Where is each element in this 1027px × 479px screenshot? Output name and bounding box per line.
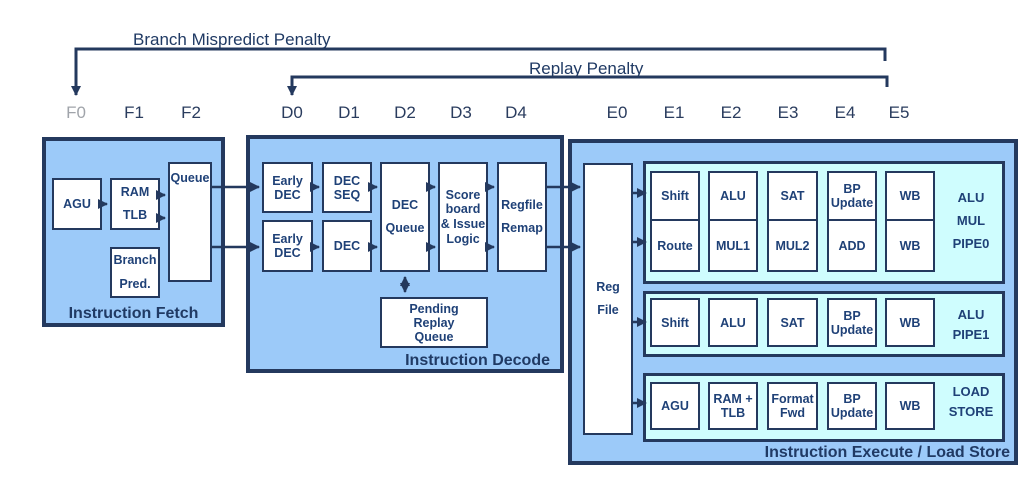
dec-seq-block: DEC SEQ — [322, 162, 372, 213]
pipe1-wb-label: WB — [899, 315, 921, 330]
wire-replay — [287, 75, 889, 96]
early-dec-top-block: Early DEC — [262, 162, 313, 213]
pipe1-shift-block: Shift — [650, 298, 700, 347]
pipe0-mul2-block: MUL2 — [767, 219, 818, 272]
scoreboard-label: Score board & Issue Logic — [440, 187, 486, 246]
ls-bp-update-block: BP Update — [827, 382, 877, 430]
ls-wb-label: WB — [899, 399, 921, 413]
pipe0-sat-block: SAT — [767, 171, 818, 221]
early-dec-bottom-block: Early DEC — [262, 220, 313, 272]
stage-label-e5: E5 — [888, 103, 910, 122]
ls-ram-tlb-label: RAM + TLB — [713, 392, 753, 420]
pipe0-mul1-block: MUL1 — [708, 219, 758, 272]
alu-pipe1-panel — [643, 291, 1005, 357]
dec-block: DEC — [322, 220, 372, 272]
ls-agu-block: AGU — [650, 382, 700, 430]
regfile-remap-label: Regfile Remap — [501, 197, 543, 235]
dec-label: DEC — [333, 239, 361, 253]
stage-label-f1: F1 — [124, 103, 144, 122]
branch-pred-block: Branch Pred. — [110, 247, 160, 298]
ls-format-fwd-label: Format Fwd — [771, 392, 814, 420]
pipe0-route-block: Route — [650, 219, 700, 272]
stage-label-e0: E0 — [606, 103, 628, 122]
stage-label-d0: D0 — [281, 103, 303, 122]
pipe1-alu-block: ALU — [708, 298, 758, 347]
pipe0-wb2-block: WB — [885, 219, 935, 272]
pipe0-mul2-label: MUL2 — [775, 238, 810, 253]
decode-caption: Instruction Decode — [405, 352, 550, 369]
dec-queue-label: DEC Queue — [385, 197, 425, 235]
pipe0-wb2-label: WB — [899, 238, 921, 253]
pipe0-add-block: ADD — [827, 219, 877, 272]
execute-caption: Instruction Execute / Load Store — [764, 444, 1010, 461]
stage-label-f2: F2 — [181, 103, 201, 122]
pipe0-side-label: ALU MUL PIPE0 — [952, 190, 990, 251]
alu-mul-pipe0-panel — [643, 161, 1005, 284]
queue-label: Queue — [170, 171, 210, 185]
scoreboard-block: Score board & Issue Logic — [438, 162, 488, 272]
pipe1-side-label: ALU PIPE1 — [952, 307, 990, 342]
stage-label-e1: E1 — [663, 103, 685, 122]
fetch-caption: Instruction Fetch — [68, 305, 199, 322]
stage-label-e2: E2 — [720, 103, 742, 122]
ls-wb-block: WB — [885, 382, 935, 430]
agu-block: AGU — [52, 178, 102, 230]
regfile-remap-block: Regfile Remap — [497, 162, 547, 272]
ram-tlb-label: RAM TLB — [120, 184, 150, 222]
replay-penalty-label: Replay Penalty — [529, 59, 644, 78]
ls-ram-tlb-block: RAM + TLB — [708, 382, 758, 430]
pipe0-wb1-label: WB — [899, 189, 921, 203]
pipe0-alu-block: ALU — [708, 171, 758, 221]
pipe1-shift-label: Shift — [661, 315, 689, 330]
dec-seq-label: DEC SEQ — [333, 173, 361, 202]
ls-bp-update-label: BP Update — [830, 392, 874, 420]
dec-queue-block: DEC Queue — [380, 162, 430, 272]
pipe1-bp-update-block: BP Update — [827, 298, 877, 347]
stage-label-d2: D2 — [394, 103, 416, 122]
branch-mispredict-penalty-label: Branch Mispredict Penalty — [133, 30, 331, 49]
load-store-panel — [643, 373, 1005, 442]
pipe0-route-label: Route — [657, 238, 693, 253]
pipe1-alu-label: ALU — [720, 315, 746, 330]
pipe0-bp-update-block: BP Update — [827, 171, 877, 221]
pending-replay-queue-label: Pending Replay Queue — [409, 301, 459, 344]
stage-label-f0: F0 — [66, 103, 86, 122]
pipe0-wb1-block: WB — [885, 171, 935, 221]
stage-label-d3: D3 — [450, 103, 472, 122]
ls-format-fwd-block: Format Fwd — [767, 382, 818, 430]
pipe0-alu-label: ALU — [720, 189, 746, 203]
agu-label: AGU — [63, 197, 91, 211]
pipe0-bp-update-label: BP Update — [830, 182, 874, 210]
early-dec-bottom-label: Early DEC — [272, 232, 303, 260]
pipe1-wb-block: WB — [885, 298, 935, 347]
stage-label-d1: D1 — [338, 103, 360, 122]
pipe0-shift-label: Shift — [661, 189, 689, 203]
queue-block: Queue — [168, 162, 212, 282]
pipe1-sat-label: SAT — [780, 315, 805, 330]
stage-label-e3: E3 — [777, 103, 799, 122]
ram-tlb-block: RAM TLB — [110, 178, 160, 230]
early-dec-top-label: Early DEC — [272, 173, 303, 202]
pipe0-shift-block: Shift — [650, 171, 700, 221]
ls-agu-label: AGU — [661, 399, 689, 413]
pipe1-sat-block: SAT — [767, 298, 818, 347]
pipe1-bp-update-label: BP Update — [830, 308, 874, 337]
reg-file-block: Reg File — [583, 163, 633, 435]
pipe0-mul1-label: MUL1 — [715, 238, 751, 253]
wire-branch-mispredict — [71, 47, 887, 96]
load-store-side-label: LOAD STORE — [948, 384, 994, 419]
stage-label-e4: E4 — [834, 103, 856, 122]
reg-file-label: Reg File — [596, 279, 620, 317]
stage-label-d4: D4 — [505, 103, 527, 122]
branch-pred-label: Branch Pred. — [113, 253, 157, 291]
pipe0-sat-label: SAT — [780, 189, 805, 203]
pipe0-add-label: ADD — [838, 238, 866, 253]
pending-replay-queue-block: Pending Replay Queue — [380, 297, 488, 348]
